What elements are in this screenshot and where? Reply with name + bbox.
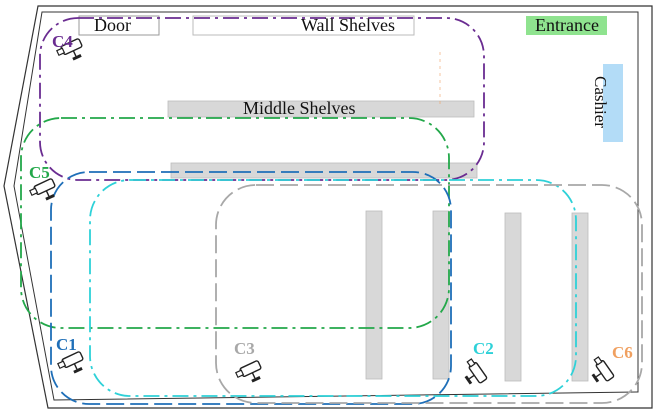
middle-shelf-top (167, 100, 475, 118)
camera-c1-label: C1 (56, 335, 77, 354)
entrance-box (526, 16, 607, 35)
wall-shelves-box (192, 15, 415, 36)
middle-shelves-label: Middle Shelves (243, 98, 356, 118)
camera-c3-icon (235, 360, 262, 383)
vertical-shelf-4 (571, 212, 589, 382)
camera-c2-label: C2 (473, 339, 494, 358)
door-box (78, 15, 160, 36)
vertical-shelf-2 (432, 210, 450, 380)
coverage-zone-c1 (50, 171, 452, 405)
camera-c1-icon (57, 351, 84, 374)
camera-c5-label: C5 (29, 163, 50, 182)
coverage-zone-c3 (215, 184, 643, 404)
cashier-box (603, 64, 623, 142)
camera-c6-icon (591, 356, 615, 383)
vertical-shelf-3 (504, 212, 522, 382)
store-outline-outer (3, 5, 653, 409)
wall-shelves-label: Wall Shelves (301, 15, 396, 35)
camera-c4-icon (56, 38, 83, 61)
vertical-shelf-1 (365, 210, 383, 380)
store-outline-inner (13, 11, 639, 401)
middle-shelf-bottom (170, 162, 478, 179)
camera-c3-label: C3 (234, 339, 255, 358)
camera-c2-icon (464, 358, 488, 385)
camera-c5-icon (29, 178, 56, 201)
coverage-zone-c5 (20, 117, 450, 329)
camera-c6-label: C6 (612, 343, 633, 362)
cashier-label: Cashier (590, 76, 610, 128)
coverage-zone-c2 (89, 179, 577, 397)
camera-c4-label: C4 (52, 32, 73, 51)
door-label: Door (94, 15, 131, 35)
entrance-label: Entrance (535, 15, 599, 35)
